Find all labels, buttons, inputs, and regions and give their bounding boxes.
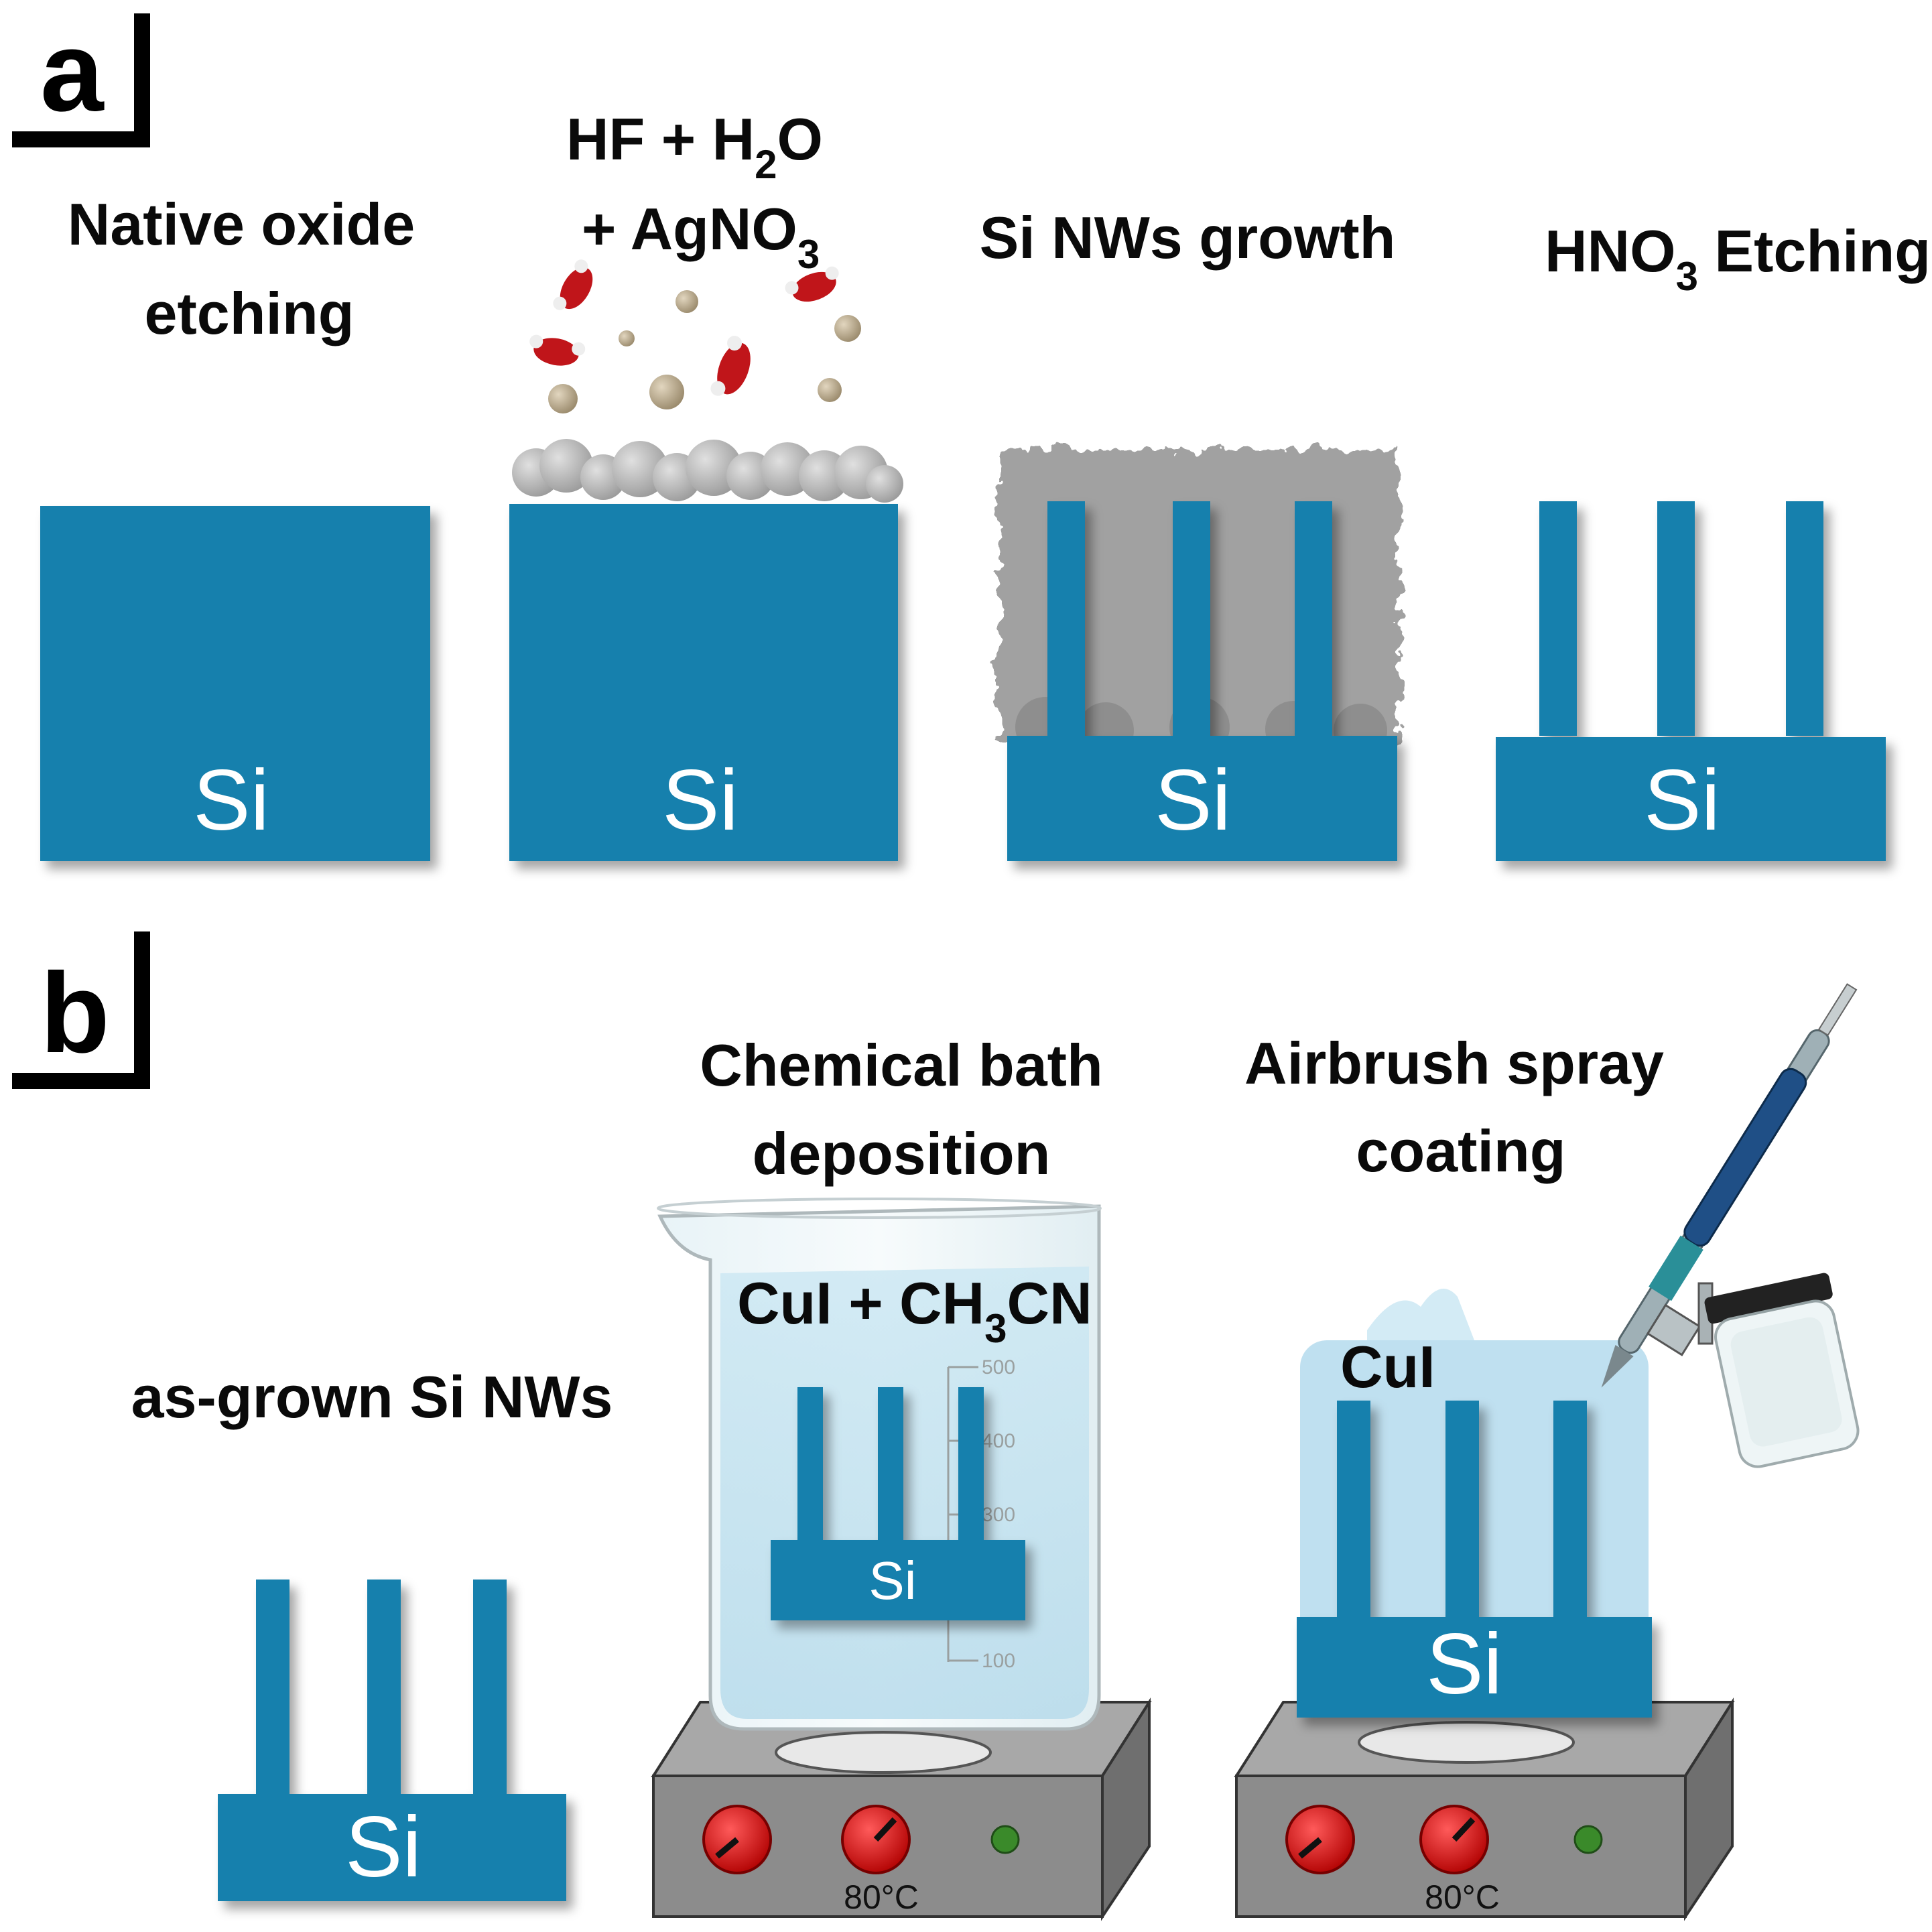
graduation-label: 500 [982, 1356, 1015, 1378]
substrate-label: Si [1426, 1616, 1502, 1712]
temperature-label: 80°C [1425, 1878, 1500, 1916]
nanowire [256, 1580, 289, 1794]
knob-pointer [873, 1817, 897, 1842]
nanowire [1539, 501, 1577, 736]
graduation-label: 100 [982, 1650, 1015, 1672]
panel-a: a Native oxide etching Si HF + H2O + AgN… [12, 8, 1931, 861]
graduation-label: 400 [982, 1430, 1015, 1452]
step-b2-label-line1: Chemical bath [700, 1032, 1102, 1098]
nanowire [1786, 501, 1823, 736]
nanowire [1295, 501, 1332, 736]
substrate-label: Si [662, 753, 738, 848]
spray-splash [1367, 1289, 1474, 1340]
panel-a-bracket-vertical [134, 13, 150, 147]
step-airbrush-spray-coating: Airbrush spray coating 80°C CuI [1234, 983, 1860, 1921]
solution-label: CuI + CH3CN [737, 1270, 1092, 1351]
nanowire [878, 1387, 903, 1541]
step-b3-label-line1: Airbrush spray [1244, 1030, 1664, 1096]
nanowire [958, 1387, 984, 1541]
panel-b: b as-grown Si NWs Si Chemical bath depos… [12, 931, 1860, 1921]
panel-a-letter: a [40, 8, 105, 135]
silicon-wafer [1297, 1617, 1652, 1718]
silver-ions [548, 290, 861, 413]
nanowire [1337, 1401, 1370, 1618]
step-as-grown-si-nws: as-grown Si NWs Si [131, 1364, 613, 1901]
silicon-wafer [218, 1794, 566, 1901]
coating-label: CuI [1340, 1334, 1435, 1400]
substrate-label: Si [1644, 753, 1720, 848]
substrate-label: Si [868, 1551, 916, 1610]
step-1-label-line1: Native oxide [68, 191, 415, 257]
step-b3-label-line2: coating [1356, 1118, 1566, 1184]
step-native-oxide-etching: Native oxide etching Si [40, 191, 430, 861]
step-si-nws-growth: Si NWs growth Si [980, 204, 1401, 861]
nanowire [1553, 1401, 1587, 1618]
heating-plate [1358, 1721, 1575, 1764]
panel-b-letter-mark: b [12, 931, 150, 1089]
step-3-label: Si NWs growth [980, 204, 1396, 271]
silicon-wafer [509, 504, 898, 861]
nanowire [1047, 501, 1085, 736]
hot-plate: 80°C [651, 1697, 1152, 1921]
step-chemical-bath-deposition: Chemical bath deposition 80°C [651, 1032, 1152, 1921]
panel-a-bracket-horizontal [12, 131, 150, 147]
nanowire [797, 1387, 823, 1541]
panel-b-letter: b [40, 950, 110, 1077]
knob-pointer [1298, 1837, 1322, 1859]
knob-pointer [715, 1837, 739, 1859]
nanowire [473, 1580, 507, 1794]
step-4-label: HNO3 Etching [1545, 218, 1931, 299]
step-b1-label: as-grown Si NWs [131, 1364, 613, 1430]
silicon-wafer [1496, 737, 1886, 861]
substrate-label: Si [193, 753, 269, 848]
panel-b-bracket-vertical [134, 931, 150, 1089]
knob-pointer [1452, 1817, 1476, 1842]
substrate-label: Si [1155, 753, 1231, 848]
silicon-wafer [40, 506, 430, 861]
step-hno3-etching: HNO3 Etching Si [1496, 218, 1931, 861]
airbrush-icon [1601, 983, 1860, 1468]
nanowire [367, 1580, 401, 1794]
silver-particle-layer [512, 439, 903, 503]
nanowire [1173, 501, 1210, 736]
graduation-label: 300 [982, 1504, 1015, 1526]
silicon-wafer [771, 1540, 1025, 1620]
temperature-label: 80°C [844, 1878, 919, 1916]
heating-plate [775, 1731, 992, 1774]
panel-a-letter-mark: a [12, 8, 150, 147]
step-2-label-line1: HF + H2O [566, 106, 823, 187]
step-hf-agno3: HF + H2O + AgNO3 [509, 106, 903, 861]
substrate-label: Si [345, 1799, 422, 1895]
step-1-label-line2: etching [145, 280, 355, 346]
panel-b-bracket-horizontal [12, 1073, 150, 1089]
step-b2-label-line2: deposition [753, 1120, 1051, 1187]
hot-plate: 80°C [1234, 1697, 1735, 1921]
nanowire [1657, 501, 1695, 736]
indicator-light-icon [990, 1825, 1020, 1854]
step-2-label-line2: + AgNO3 [582, 196, 820, 277]
nanowire [1445, 1401, 1479, 1618]
silicon-wafer [1007, 736, 1397, 861]
water-molecules [529, 259, 839, 396]
indicator-light-icon [1573, 1825, 1603, 1854]
